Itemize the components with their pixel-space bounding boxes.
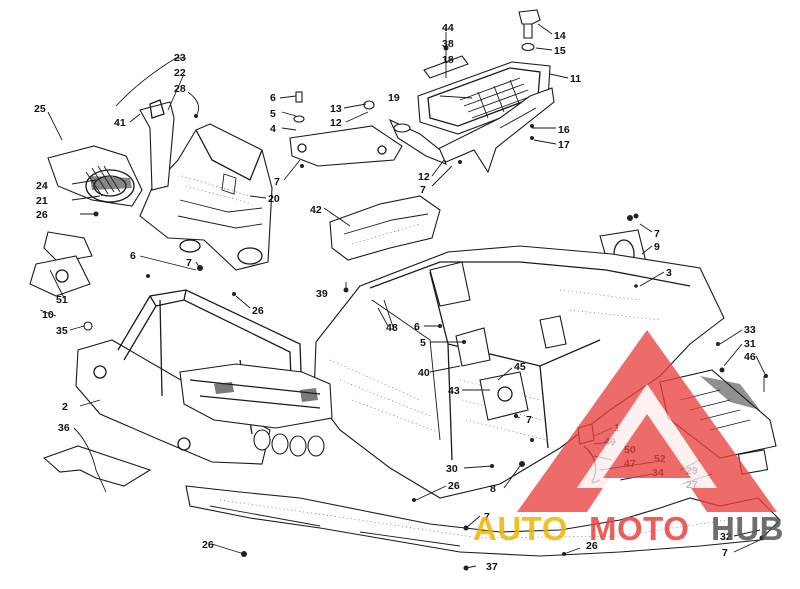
callout-7-d: 7 <box>186 257 192 269</box>
callout-20: 20 <box>268 193 280 205</box>
callout-46: 46 <box>744 351 756 363</box>
callout-5-a: 5 <box>270 108 276 120</box>
console-housing <box>139 123 273 271</box>
watermark-mountain-icon <box>517 330 777 512</box>
hood-bracket <box>435 87 555 174</box>
callout-35: 35 <box>56 325 68 337</box>
callout-31: 31 <box>744 338 756 350</box>
callout-40: 40 <box>418 367 430 379</box>
callout-38: 38 <box>442 38 454 50</box>
callout-13: 13 <box>330 103 342 115</box>
callout-7-c: 7 <box>654 228 660 240</box>
callout-26-d: 26 <box>202 539 214 551</box>
callout-26-a: 26 <box>36 209 48 221</box>
callout-10: 10 <box>42 309 54 321</box>
callout-37: 37 <box>486 561 498 573</box>
callout-22: 22 <box>174 67 186 79</box>
callout-9: 9 <box>654 241 660 253</box>
watermark-text-hub: HUB <box>711 510 784 547</box>
callout-32: 32 <box>720 531 732 543</box>
callout-33: 33 <box>744 324 756 336</box>
callout-6-a: 6 <box>270 92 276 104</box>
callout-12-a: 12 <box>330 117 342 129</box>
callout-24: 24 <box>36 180 48 192</box>
main-frame <box>313 245 725 499</box>
callout-2: 2 <box>62 401 68 413</box>
watermark-logo: AUTO MOTO HUB <box>473 330 784 547</box>
side-panels <box>29 231 93 331</box>
callout-26-c: 26 <box>448 480 460 492</box>
callout-26-e: 26 <box>586 540 598 552</box>
callout-39: 39 <box>316 288 328 300</box>
knob-part <box>518 9 541 52</box>
watermark-text-moto: MOTO <box>589 510 689 547</box>
callout-43: 43 <box>448 385 460 397</box>
callout-45: 45 <box>514 361 526 373</box>
leader-lines <box>39 23 767 569</box>
callout-3: 3 <box>666 267 672 279</box>
callout-7-g: 7 <box>722 547 728 559</box>
callout-51: 51 <box>56 294 68 306</box>
callout-7-a: 7 <box>274 176 280 188</box>
callout-8: 8 <box>490 483 496 495</box>
grille-panel <box>417 55 551 135</box>
callout-44: 44 <box>442 22 454 34</box>
callout-7-e: 7 <box>526 414 532 426</box>
callout-6-c: 6 <box>414 321 420 333</box>
callout-7-f: 7 <box>484 511 490 523</box>
air-intake-boot <box>47 145 143 207</box>
callout-23: 23 <box>174 52 186 64</box>
heat-shield <box>329 195 441 261</box>
callout-26-b: 26 <box>252 305 264 317</box>
callout-28: 28 <box>174 83 186 95</box>
callout-17: 17 <box>558 139 570 151</box>
callout-18: 18 <box>442 54 454 66</box>
callout-4: 4 <box>270 123 276 135</box>
callout-7-b: 7 <box>420 184 426 196</box>
callout-14: 14 <box>554 30 566 42</box>
mud-flap <box>42 445 152 487</box>
callout-30: 30 <box>446 463 458 475</box>
callout-21: 21 <box>36 195 48 207</box>
callout-36: 36 <box>58 422 70 434</box>
callout-16: 16 <box>558 124 570 136</box>
hinge-bracket <box>289 91 448 167</box>
front-suspension <box>179 363 333 457</box>
callout-5-b: 5 <box>420 337 426 349</box>
callout-19: 19 <box>388 92 400 104</box>
callout-15: 15 <box>554 45 566 57</box>
callout-41: 41 <box>114 117 126 129</box>
callout-48: 48 <box>386 322 398 334</box>
callout-25: 25 <box>34 103 46 115</box>
callout-11: 11 <box>570 73 581 85</box>
watermark-text-auto: AUTO <box>473 510 568 547</box>
callout-12-b: 12 <box>418 171 430 183</box>
callout-6-b: 6 <box>130 250 136 262</box>
callout-42: 42 <box>310 204 322 216</box>
mount-bracket <box>139 99 175 191</box>
